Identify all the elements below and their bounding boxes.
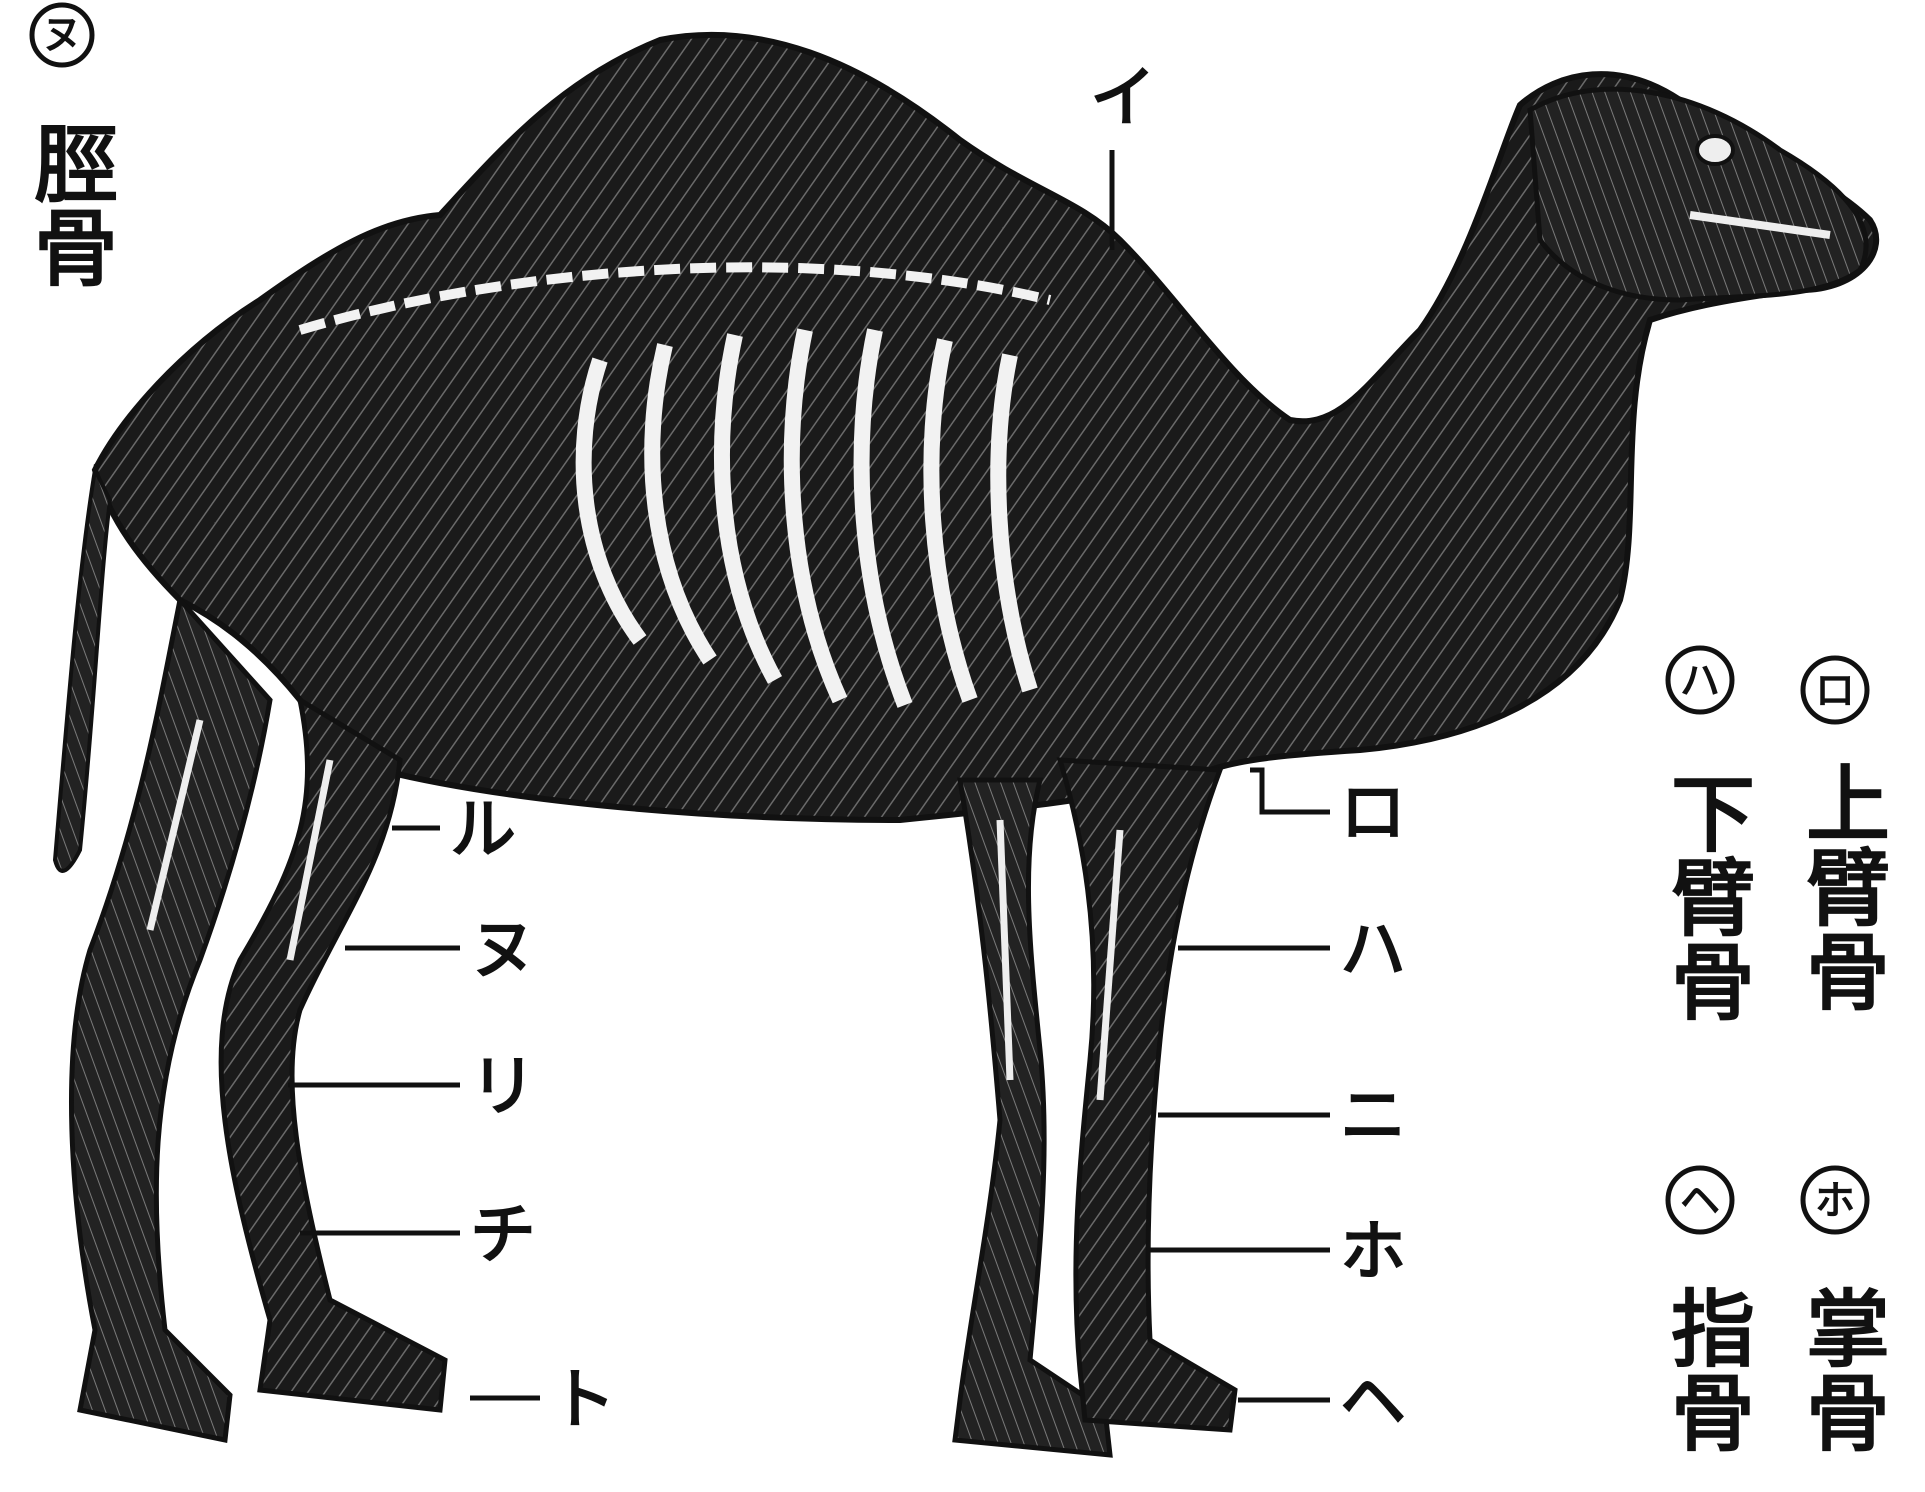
- label-ro: ロ: [1340, 773, 1406, 851]
- label-ho: ホ: [1340, 1212, 1406, 1290]
- label-i: イ: [1090, 58, 1156, 136]
- legend-marker-ro: ロ: [1815, 667, 1855, 714]
- left-caption-marker: ヌ: [42, 11, 82, 58]
- legend-marker-he: ヘ: [1680, 1177, 1720, 1224]
- label-ri: リ: [470, 1047, 536, 1125]
- label-to: ト: [550, 1360, 616, 1438]
- label-nu: ヌ: [470, 910, 536, 988]
- left-caption: ヌ 脛骨: [21, 5, 120, 288]
- label-ha: ハ: [1340, 910, 1406, 988]
- legend-text-ho: 掌骨: [1793, 1285, 1892, 1453]
- legend-text-ha: 下臂骨: [1658, 770, 1757, 1022]
- label-ru: ル: [450, 790, 516, 868]
- label-chi: チ: [470, 1195, 536, 1273]
- label-ni: ニ: [1340, 1076, 1406, 1154]
- legend-text-ro: 上臂骨: [1793, 760, 1892, 1012]
- right-legend: ロ 上臂骨 ハ 下臂骨 ホ 掌骨 ヘ 指骨: [1658, 648, 1892, 1453]
- left-caption-text: 脛骨: [21, 120, 120, 288]
- legend-marker-ha: ハ: [1680, 657, 1720, 704]
- label-he: ヘ: [1340, 1362, 1406, 1440]
- legend-marker-ho: ホ: [1815, 1177, 1855, 1224]
- legend-text-he: 指骨: [1658, 1285, 1757, 1453]
